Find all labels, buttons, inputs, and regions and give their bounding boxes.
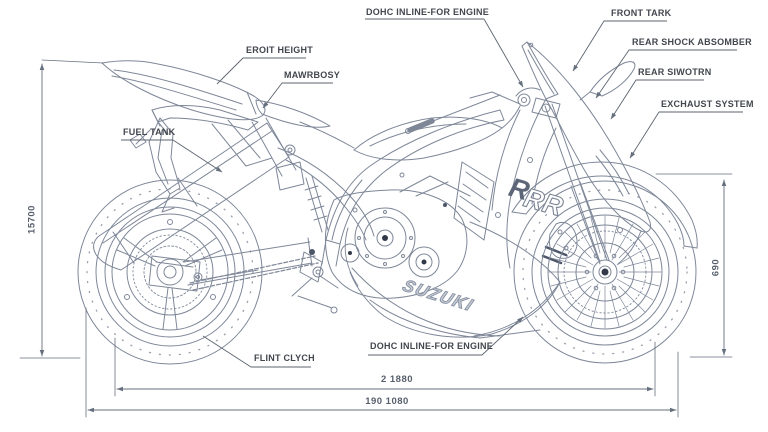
callout-fuel-tank: FUEL TANK bbox=[123, 127, 176, 137]
dimension-lines bbox=[19, 59, 733, 418]
rear-fender bbox=[129, 117, 181, 213]
callout-dohc-engine-top: DOHC INLINE-FOR ENGINE bbox=[366, 7, 490, 17]
leader-rear-shock bbox=[595, 49, 737, 99]
leader-exchaust bbox=[629, 111, 743, 159]
leader-front-tark bbox=[572, 20, 667, 72]
foot-controls bbox=[291, 251, 339, 314]
callout-rear-shock: REAR SHOCK ABSOMBER bbox=[632, 37, 752, 47]
dimension-label-overall-height: 15700 bbox=[26, 205, 38, 234]
subframe-shock bbox=[251, 117, 329, 233]
callout-mawrbosy: MAWRBOSY bbox=[284, 70, 340, 80]
leader-eroit-height bbox=[216, 57, 306, 85]
exhaust-muffler bbox=[93, 122, 375, 271]
leader-fuel-tank bbox=[121, 139, 223, 173]
leader-lines bbox=[121, 18, 743, 368]
cowl-mark-outline: RR bbox=[520, 182, 566, 222]
front-forks bbox=[511, 103, 698, 265]
radiator bbox=[453, 161, 495, 241]
leader-mawrbosy bbox=[262, 82, 333, 109]
callout-front-tark: FRONT TARK bbox=[611, 8, 672, 18]
dimension-label-wheelbase: 2 1880 bbox=[380, 374, 414, 385]
dimension-label-overall-length: 190 1080 bbox=[365, 396, 409, 407]
front-wheel bbox=[513, 180, 697, 364]
callout-flint-clych: FLINT CLYCH bbox=[254, 353, 315, 363]
rear-wheel bbox=[77, 179, 263, 365]
callout-rear-siwotrn: REAR SIWOTRN bbox=[638, 67, 712, 77]
cowl-logo-mark: R RR bbox=[506, 172, 567, 223]
frame-and-tank bbox=[321, 105, 521, 267]
dark-accents bbox=[309, 203, 568, 265]
leader-flint-clych bbox=[202, 335, 311, 368]
tail-section bbox=[101, 60, 355, 167]
front-cowl bbox=[491, 41, 651, 269]
leader-rear-siwotrn bbox=[610, 79, 704, 120]
callout-eroit-height: EROIT HEIGHT bbox=[246, 45, 314, 55]
engine-block bbox=[324, 175, 471, 299]
leader-dohc-bottom bbox=[368, 316, 524, 356]
motorcycle-drawing: R RR bbox=[77, 41, 698, 365]
callout-exchaust-system: EXCHAUST SYSTEM bbox=[661, 99, 754, 109]
dimension-label-front-height: 690 bbox=[710, 258, 722, 277]
callout-dohc-engine-bottom: DOHC INLINE-FOR ENGINE bbox=[370, 341, 494, 351]
handlebar-area bbox=[405, 87, 561, 134]
leader-dohc-top bbox=[365, 18, 523, 87]
